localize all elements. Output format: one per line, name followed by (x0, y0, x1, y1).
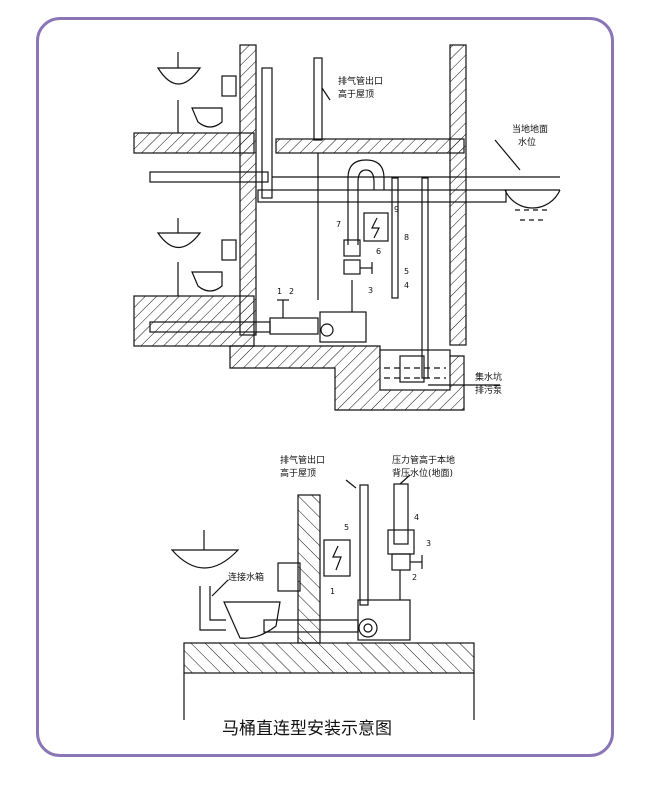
pressure-pipe (391, 177, 399, 299)
label-above-roof-bottom: 高于屋顶 (280, 467, 316, 479)
num-9-top: 9 (394, 205, 399, 214)
lower-slab (133, 295, 255, 347)
num-2-bottom: 2 (412, 573, 417, 582)
sewage-pump-unit (399, 355, 425, 383)
num-6-top: 6 (376, 247, 381, 256)
label-sewage-pump: 排污泵 (475, 384, 502, 396)
label-ground-level-1: 当地地面 (512, 123, 548, 135)
vent-pipe-top (313, 57, 323, 141)
washbasin-bottom (170, 549, 240, 569)
label-connect-tank: 连接水箱 (228, 571, 264, 583)
upper-slab-right (275, 138, 465, 154)
washbasin-lower (156, 232, 202, 249)
toilet-tank-bottom (277, 562, 301, 592)
label-sump-pit: 集水坑 (475, 371, 502, 383)
num-1-top: 1 (277, 287, 282, 296)
lifting-pump-bottom (357, 599, 411, 641)
upper-drain-pipe (149, 171, 269, 183)
right-wall (449, 44, 467, 346)
num-3-bottom: 3 (426, 539, 431, 548)
check-valve (343, 239, 361, 257)
washbasin-upper (156, 67, 202, 85)
floor-slab-bottom (183, 642, 475, 674)
gate-valve (343, 259, 361, 275)
num-5-top: 5 (404, 267, 409, 276)
gate-valve-bottom (391, 553, 411, 571)
control-box-top (363, 212, 389, 242)
upper-slab-left (133, 132, 255, 154)
middle-wall (239, 44, 257, 336)
num-5-bottom: 5 (344, 523, 349, 532)
discharge-pipe (421, 177, 429, 379)
label-vent-outlet-bottom: 排气管出口 (280, 454, 325, 466)
num-1-bottom: 1 (330, 587, 335, 596)
label-above-roof-top: 高于屋顶 (338, 88, 374, 100)
vent-pipe-bottom (359, 484, 369, 606)
num-3-top: 3 (368, 286, 373, 295)
pipe-joint (269, 317, 319, 335)
toilet-tank-upper (221, 75, 237, 97)
lifting-pump-top (319, 311, 367, 343)
u-bend (347, 159, 385, 245)
wall-bottom (297, 494, 321, 644)
diagram-frame (36, 17, 614, 757)
pressure-pipe-bottom (393, 483, 409, 545)
main-drain-pipe (257, 189, 507, 203)
control-box-bottom (323, 539, 351, 577)
label-pressure-pipe-2: 背压水位(地面) (392, 467, 453, 479)
num-8-top: 8 (404, 233, 409, 242)
toilet-tank-lower (221, 239, 237, 261)
diagram-caption: 马桶直连型安装示意图 (222, 719, 392, 739)
num-4-top: 4 (404, 281, 409, 290)
num-2-top: 2 (289, 287, 294, 296)
label-pressure-pipe-1: 压力管高于本地 (392, 454, 455, 466)
num-4-bottom: 4 (414, 513, 419, 522)
check-valve-bottom (387, 529, 415, 555)
label-ground-level-2: 水位 (518, 136, 536, 148)
vent-stack (261, 67, 273, 199)
sump-pit (379, 349, 451, 391)
toilet-upper (191, 107, 223, 128)
num-7-top: 7 (336, 220, 341, 229)
label-vent-outlet-top: 排气管出口 (338, 75, 383, 87)
toilet-bottom (223, 601, 281, 639)
toilet-lower (191, 271, 223, 292)
ground-water-level (504, 189, 561, 209)
toilet-connect-pipe (263, 619, 359, 633)
